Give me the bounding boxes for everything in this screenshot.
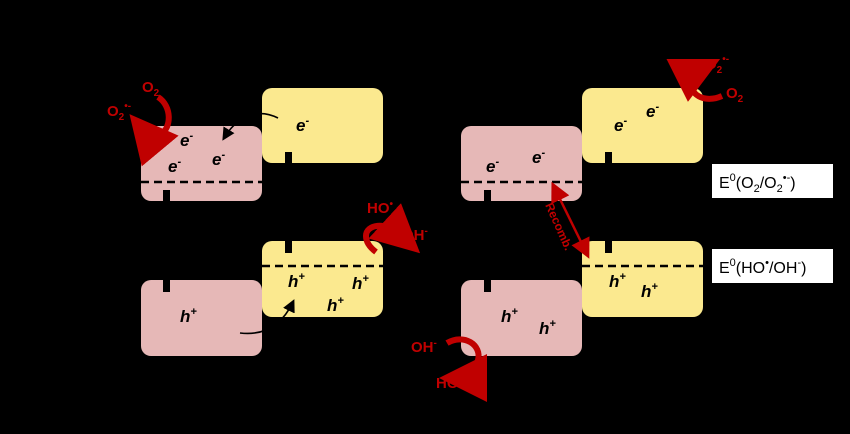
left-o2-reduction-arrow [129, 94, 179, 167]
right-pink-conduction-band [461, 126, 582, 201]
left-hydroxide-label: OH- [402, 226, 428, 244]
right-oh-oxidation-arrow [439, 336, 488, 402]
left-oh-oxidation-arrow [362, 203, 421, 255]
right-yellow-conduction-band [582, 88, 703, 163]
left-pink-cb-notch [163, 190, 170, 202]
left-pink-valence-band [141, 280, 262, 356]
right-o2-reduction-arrow [666, 58, 724, 102]
o2-potential-label: E0(O2/O2•-) [719, 172, 796, 195]
left-hydroxyl-radical-label: HO• [367, 199, 394, 217]
left-o2-label: O2 [142, 79, 160, 99]
right-yellow-vb-notch [605, 240, 612, 253]
right-o2-label: O2 [726, 85, 744, 105]
left-yellow-valence-band [262, 241, 383, 317]
right-electron-1: e- [614, 115, 627, 135]
left-pink-vb-notch [163, 279, 170, 292]
right-hole-3: h+ [501, 306, 518, 326]
right-electron-4: e- [532, 147, 545, 167]
recombination-label: Recomb. [542, 201, 575, 253]
left-electron-2: e- [168, 156, 181, 176]
recombination-arrow [551, 181, 590, 259]
right-pink-valence-band [461, 280, 582, 356]
oh-potential-box [712, 249, 833, 283]
right-pink-vb-notch [484, 279, 491, 292]
right-hydroxyl-radical-label: HO• [436, 374, 463, 392]
left-hole-4: h+ [180, 306, 197, 326]
left-hole-transfer-arrow [239, 299, 295, 335]
left-yellow-conduction-band [262, 88, 383, 163]
right-electron-2: e- [646, 101, 659, 121]
left-electron-transfer-arrow [222, 112, 279, 141]
right-electron-3: e- [486, 156, 499, 176]
left-electron-1: e- [180, 130, 193, 150]
left-superoxide-label: O2•- [107, 101, 131, 123]
right-superoxide-label: O2•- [705, 54, 729, 76]
left-electron-3: e- [212, 149, 225, 169]
right-yellow-cb-notch [605, 152, 612, 164]
left-electron-4: e- [296, 115, 309, 135]
o2-potential-box [712, 164, 833, 198]
right-pink-cb-notch [484, 190, 491, 202]
left-scheme: e- e- e- e- h+ h+ h+ h+ O2 O2•- HO• OH- [107, 79, 428, 356]
right-hydroxide-label: OH- [411, 338, 437, 356]
right-hole-4: h+ [539, 318, 556, 338]
left-yellow-vb-notch [285, 240, 292, 253]
oh-potential-label: E0(HO•/OH-) [719, 257, 806, 277]
left-hole-2: h+ [352, 273, 369, 293]
left-yellow-cb-notch [285, 152, 292, 164]
right-yellow-valence-band [582, 241, 703, 317]
right-hole-1: h+ [609, 271, 626, 291]
left-hole-1: h+ [288, 271, 305, 291]
right-scheme: Recomb. e- e- e- e- h+ h+ h+ h+ O2•- O2 … [411, 54, 833, 402]
left-hole-3: h+ [327, 295, 344, 315]
right-hole-2: h+ [641, 281, 658, 301]
